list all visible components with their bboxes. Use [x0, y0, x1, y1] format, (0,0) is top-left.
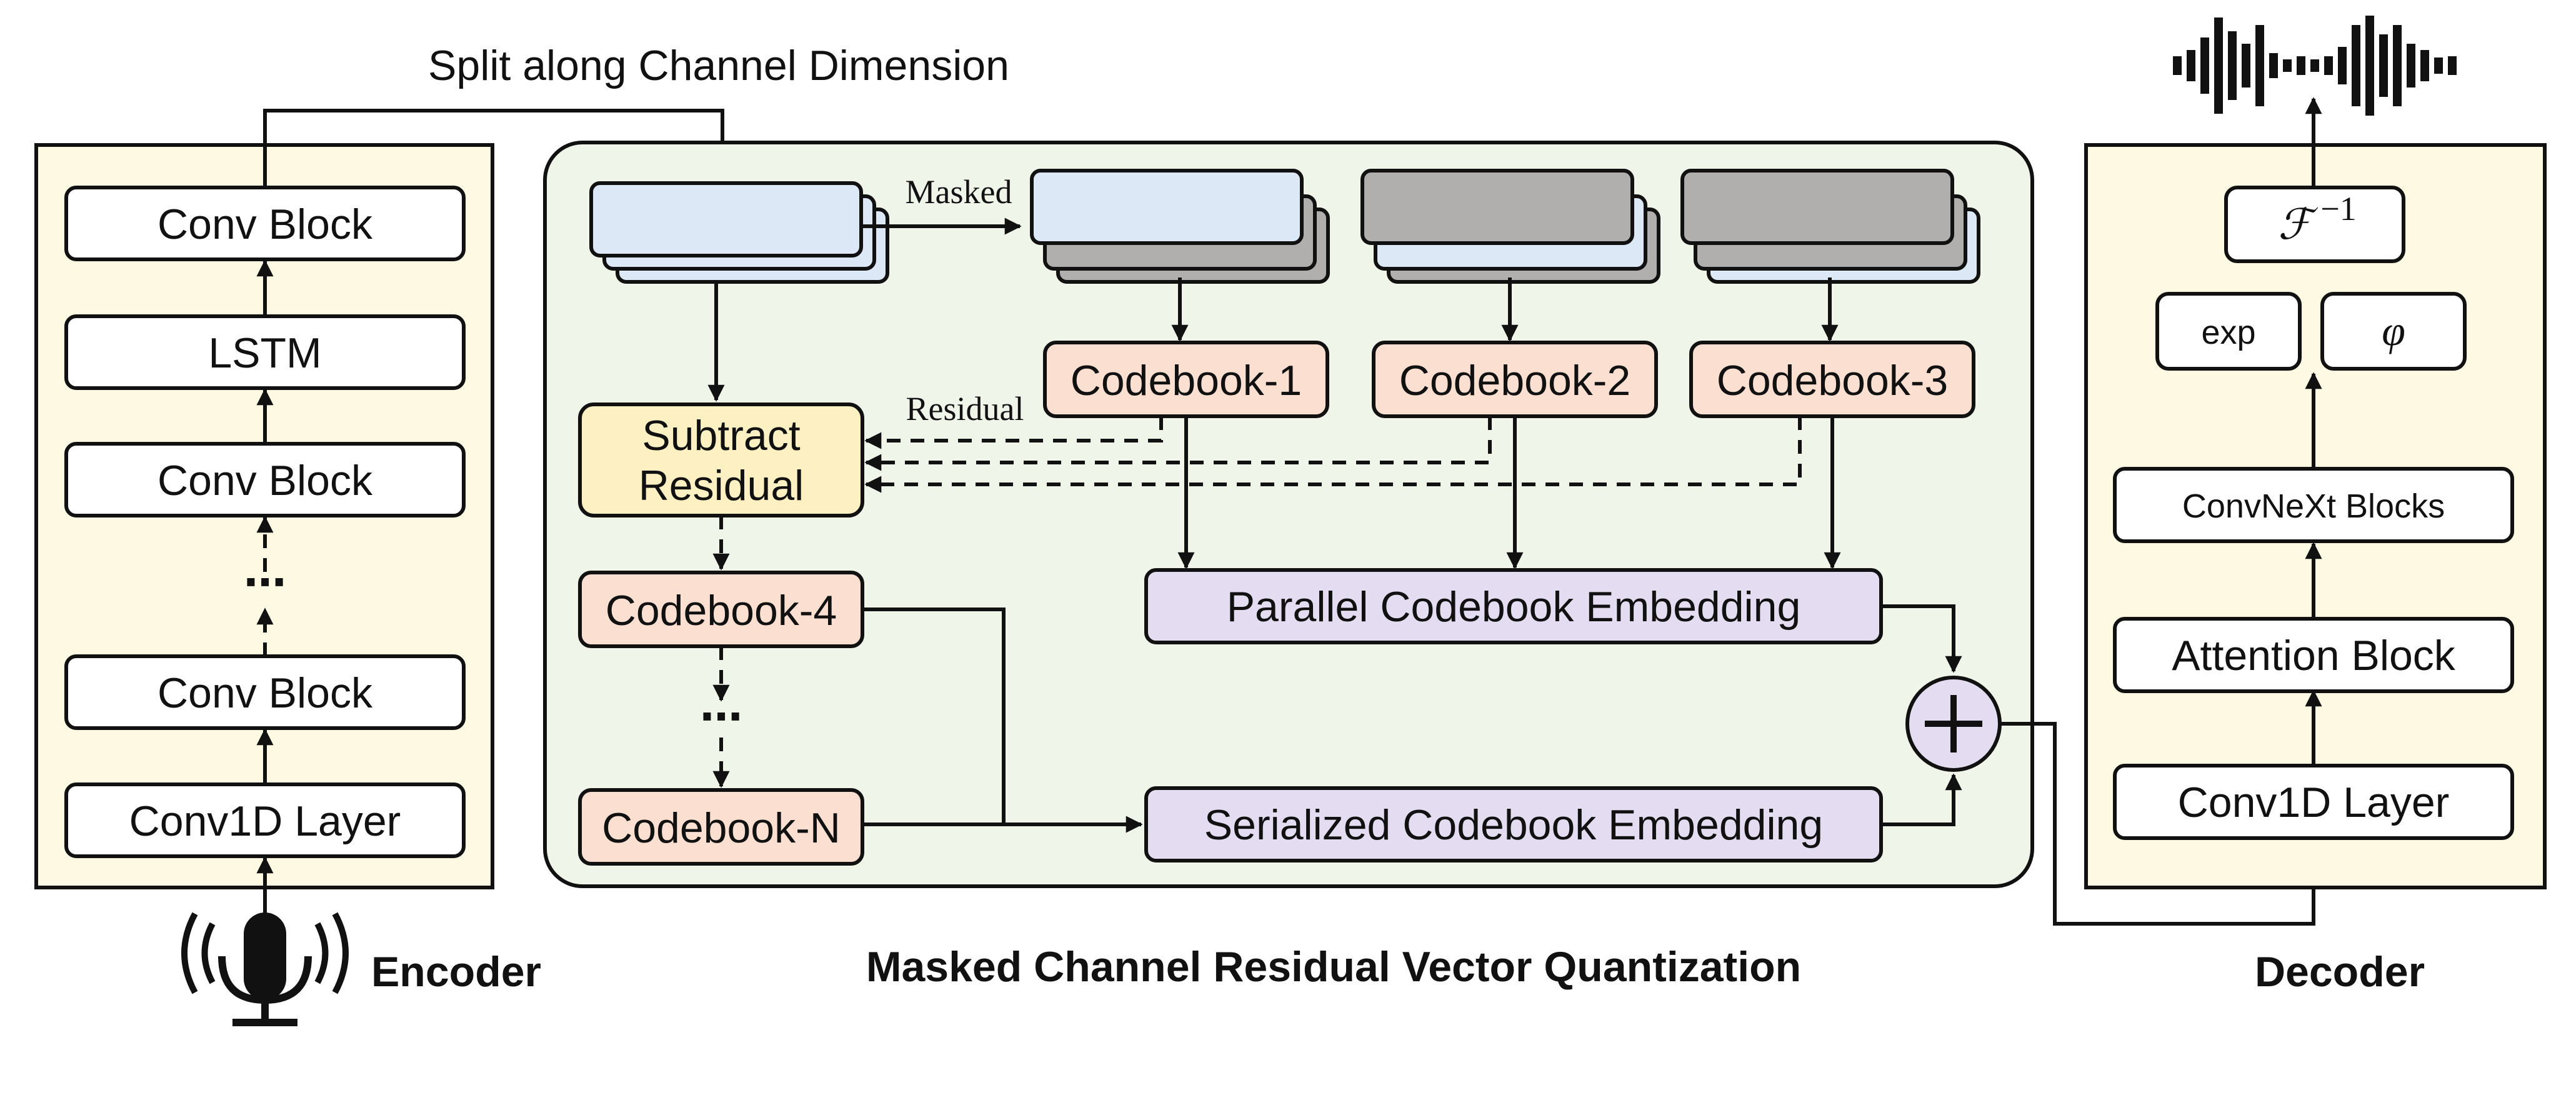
- input-channel-stack: [589, 181, 889, 284]
- svg-text:−1: −1: [2320, 190, 2356, 228]
- decoder-phase-block: φ: [2320, 292, 2467, 371]
- svg-text:Codebook-1: Codebook-1: [1071, 357, 1302, 404]
- encoder-block-conv1d: Conv1D Layer: [64, 782, 466, 858]
- decoder-convnext-blocks: ConvNeXt Blocks: [2113, 467, 2514, 543]
- svg-text:Codebook-2: Codebook-2: [1399, 357, 1630, 404]
- masked-stack-1: [1030, 169, 1330, 284]
- encoder-panel: Conv Block LSTM Conv Block ⋯ Conv Block …: [34, 143, 494, 938]
- codebook-4: Codebook-4: [578, 571, 864, 648]
- codebook-n: Codebook-N: [578, 788, 864, 866]
- svg-text:Conv1D Layer: Conv1D Layer: [2178, 779, 2450, 826]
- quantizer-title: Masked Channel Residual Vector Quantizat…: [866, 943, 1801, 991]
- parallel-codebook-embedding: Parallel Codebook Embedding: [1144, 568, 1883, 644]
- decoder-inverse-transform: ℱ −1: [2224, 186, 2405, 263]
- svg-text:Serialized Codebook Embedding: Serialized Codebook Embedding: [1204, 801, 1823, 849]
- decoder-exp-block: exp: [2155, 292, 2302, 371]
- quantizer-panel: [543, 141, 2034, 888]
- svg-text:Conv1D Layer: Conv1D Layer: [129, 798, 401, 845]
- waveform-icon: [2173, 16, 2457, 116]
- subtract-residual-block: Subtract Residual: [578, 402, 864, 518]
- svg-text:exp: exp: [2201, 314, 2255, 351]
- split-channel-label: Split along Channel Dimension: [428, 42, 1009, 89]
- serialized-codebook-embedding: Serialized Codebook Embedding: [1144, 786, 1883, 862]
- encoder-block-conv-low: Conv Block: [64, 654, 466, 730]
- decoder-conv1d-layer: Conv1D Layer: [2113, 764, 2514, 840]
- encoder-block-lstm: LSTM: [64, 314, 466, 390]
- svg-text:Residual: Residual: [639, 462, 804, 509]
- svg-text:Conv Block: Conv Block: [157, 669, 373, 717]
- codebook-ellipsis: ⋯: [700, 693, 742, 741]
- decoder-title: Decoder: [2255, 948, 2425, 996]
- masked-label: Masked: [906, 173, 1012, 211]
- svg-text:LSTM: LSTM: [208, 329, 321, 377]
- codebook-1: Codebook-1: [1043, 341, 1329, 418]
- residual-label: Residual: [906, 390, 1024, 428]
- masked-stack-3: [1680, 169, 1980, 284]
- codebook-2: Codebook-2: [1372, 341, 1658, 418]
- svg-text:Attention Block: Attention Block: [2172, 632, 2456, 679]
- codebook-3: Codebook-3: [1689, 341, 1975, 418]
- svg-text:φ: φ: [2382, 307, 2405, 354]
- svg-text:Conv Block: Conv Block: [157, 201, 373, 248]
- svg-text:Subtract: Subtract: [642, 412, 800, 459]
- svg-text:Codebook-4: Codebook-4: [606, 587, 837, 634]
- encoder-title: Encoder: [371, 948, 541, 996]
- svg-text:Codebook-N: Codebook-N: [602, 804, 841, 852]
- encoder-block-conv-top: Conv Block: [64, 186, 466, 261]
- svg-text:Conv Block: Conv Block: [157, 457, 373, 504]
- encoder-block-conv-mid: Conv Block: [64, 442, 466, 518]
- microphone-icon: [181, 912, 349, 1026]
- svg-text:ConvNeXt Blocks: ConvNeXt Blocks: [2182, 488, 2445, 525]
- svg-text:Codebook-3: Codebook-3: [1717, 357, 1948, 404]
- svg-text:Parallel Codebook Embedding: Parallel Codebook Embedding: [1227, 583, 1801, 631]
- decoder-attention-block: Attention Block: [2113, 617, 2514, 693]
- plus-circle-icon: [1905, 676, 2002, 772]
- masked-stack-2: [1360, 169, 1660, 284]
